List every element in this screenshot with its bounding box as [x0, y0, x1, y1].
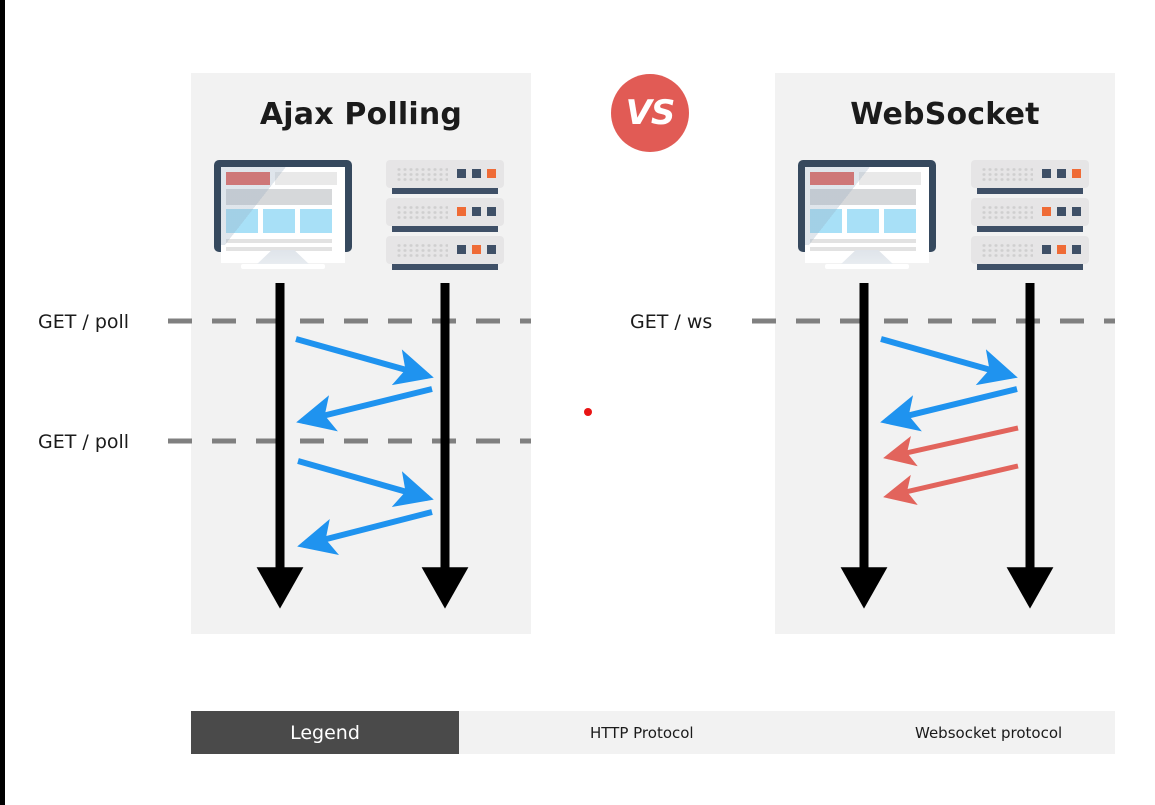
left-edge-strip [0, 0, 5, 805]
monitor-row-line-2 [226, 247, 332, 251]
monitor-row-line-2 [810, 247, 916, 251]
monitor-stand [839, 250, 895, 266]
monitor-icon [798, 160, 936, 270]
legend-item-http: HTTP Protocol [590, 711, 694, 754]
vs-badge-label: VS [625, 93, 676, 133]
legend-item-websocket: Websocket protocol [915, 711, 1062, 754]
panel-title-ajax: Ajax Polling [259, 97, 463, 132]
monitor-row-line-1 [226, 239, 332, 243]
monitor-base [241, 264, 325, 269]
server-rack-icon [971, 160, 1089, 270]
monitor-icon [214, 160, 352, 270]
tick-label-get-poll-1: GET / poll [38, 311, 130, 333]
tick-label-get-poll-2: GET / poll [38, 431, 130, 453]
center-dot [584, 408, 592, 416]
legend-tag: Legend [191, 711, 459, 754]
monitor-row-banner [810, 189, 916, 205]
panel-ajax-polling: Ajax Polling [191, 73, 531, 634]
tick-label-get-ws: GET / ws [630, 311, 713, 333]
monitor-base [825, 264, 909, 269]
panel-title-websocket: WebSocket [850, 97, 1040, 132]
legend-label-websocket: Websocket protocol [915, 723, 1063, 742]
monitor-stand [255, 250, 311, 266]
server-rack-icon [386, 160, 504, 270]
panel-websocket: WebSocket [775, 73, 1115, 634]
monitor-row-banner [226, 189, 332, 205]
legend-tag-label: Legend [290, 721, 360, 744]
legend-label-http: HTTP Protocol [590, 723, 694, 742]
monitor-screen [221, 167, 345, 263]
vs-badge: VS [611, 74, 689, 152]
monitor-screen [805, 167, 929, 263]
monitor-row-line-1 [810, 239, 916, 243]
